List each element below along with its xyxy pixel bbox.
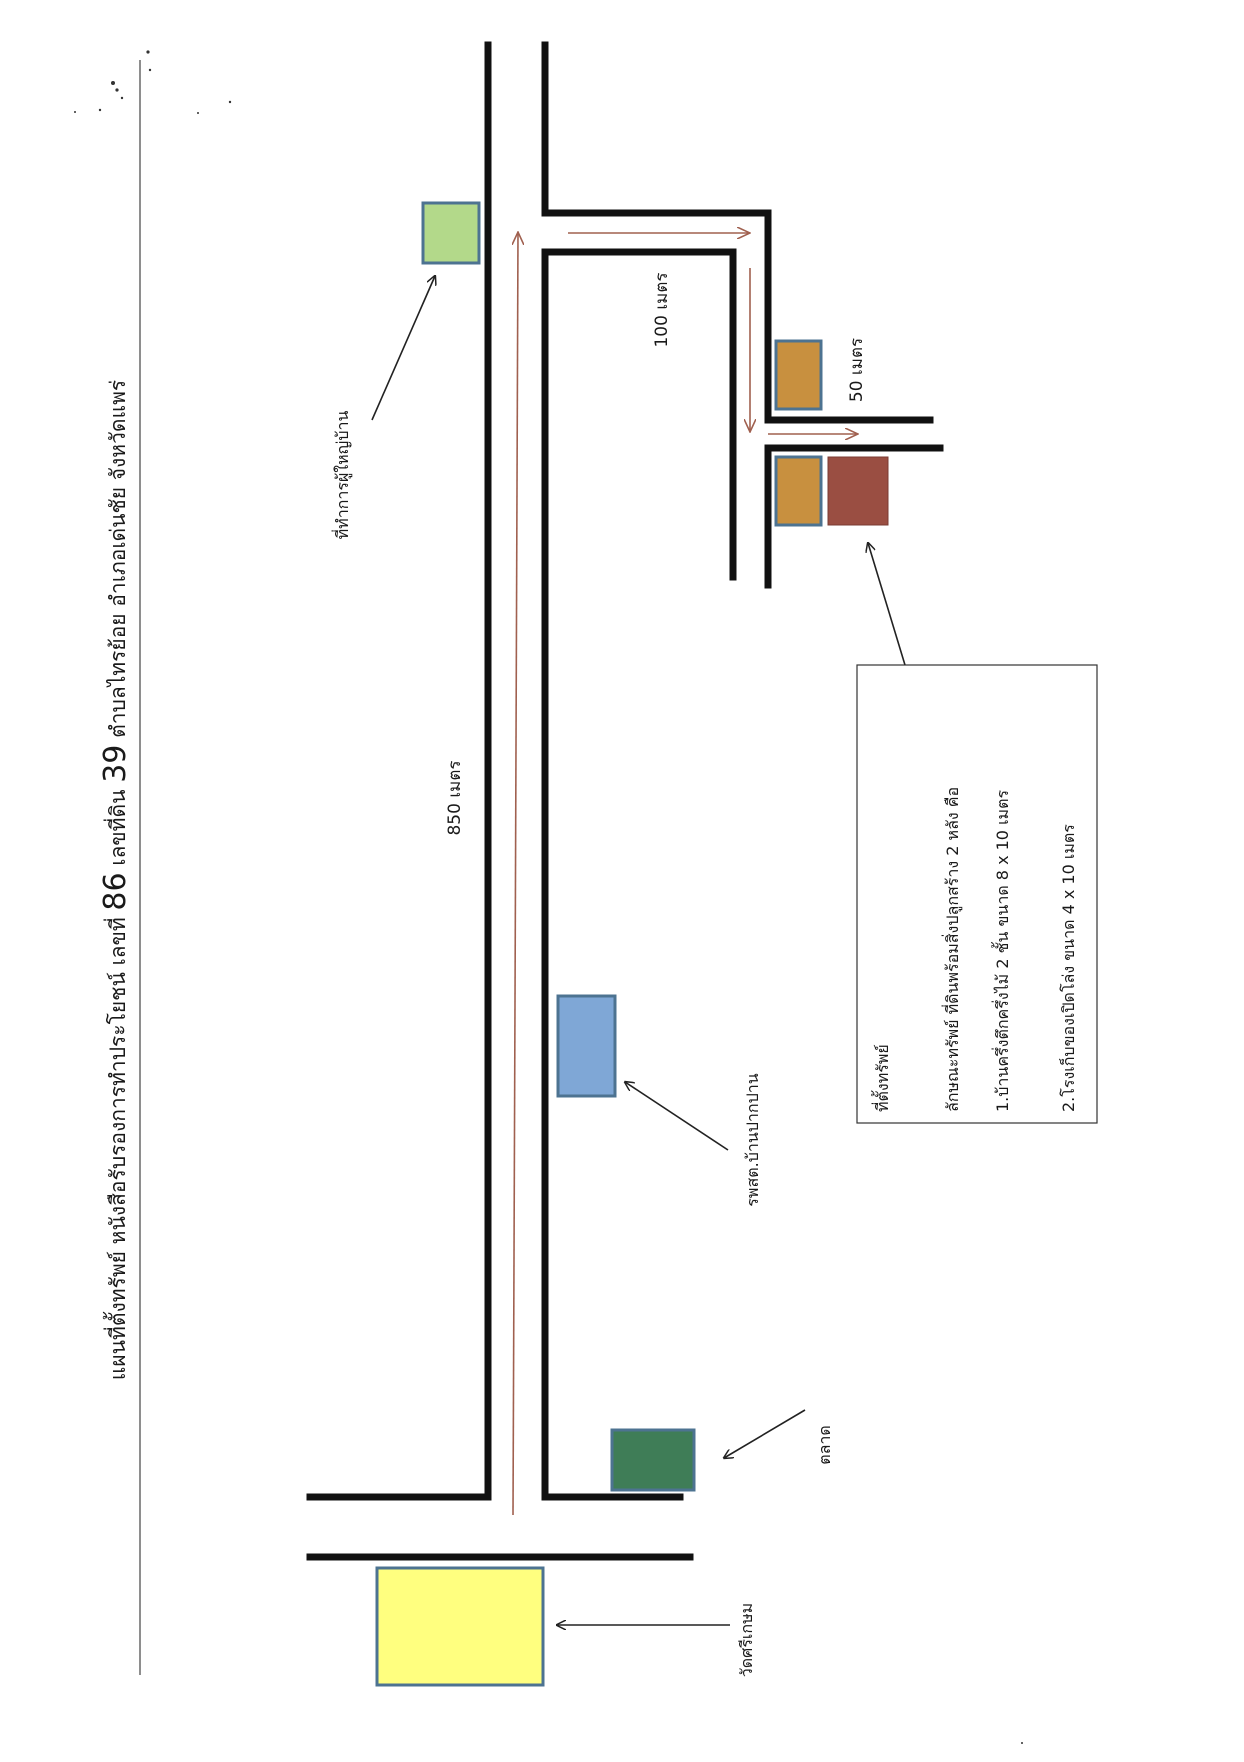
route-arrows <box>513 232 858 1516</box>
temple-block <box>375 1566 545 1687</box>
market-block <box>610 1428 696 1492</box>
title-land-no: 39 <box>98 745 133 783</box>
legend-heading: ที่ตั้งทรัพย์ <box>871 1044 892 1112</box>
neighbor-house-block <box>774 339 823 411</box>
main-road-left-edge <box>306 41 492 1501</box>
legend-line3: 2.โรงเก็บของเปิดโล่ง ขนาด 4 x 10 เมตร <box>1058 824 1078 1112</box>
headman-office-label: ที่ทำการผู้ใหญ่บ้าน <box>331 411 353 540</box>
lane-edge <box>764 444 944 589</box>
pointer-market <box>724 1409 806 1458</box>
pointer-headman <box>371 276 435 421</box>
title-part3: ตำบลไทรย้อย อำเภอเด่นชัย จังหวัดแพร่ <box>106 380 130 738</box>
pointer-lines <box>371 276 906 1625</box>
property-shed-block <box>827 456 889 526</box>
legend-line2: 1.บ้านครึ่งตึกครึ่งไม้ 2 ชั้น ขนาด 8 x 1… <box>991 790 1012 1112</box>
title-part2: เลขที่ดิน <box>103 789 130 865</box>
pointer-property <box>868 543 906 666</box>
main-road-right-edge-upper <box>541 41 934 424</box>
health-station-label: รพสต.บ้านปากปาน <box>743 1073 762 1206</box>
headman-office-block <box>421 201 481 265</box>
scan-specks <box>74 50 1023 1744</box>
title-doc-no: 86 <box>98 872 133 910</box>
temple-label: วัดศรีเกษม <box>737 1603 756 1677</box>
distance-branch-label: 100 เมตร <box>652 272 672 347</box>
roads <box>306 41 944 1561</box>
distance-main-label: 850 เมตร <box>445 760 465 835</box>
main-road-right-edge-lower <box>541 248 737 1501</box>
distance-lane-label: 50 เมตร <box>847 338 867 402</box>
market-label: ตลาด <box>815 1425 834 1465</box>
route-main-arrow <box>513 232 518 1516</box>
legend-line1: ลักษณะทรัพย์ ที่ดินพร้อมสิ่งปลูกสร้าง 2 … <box>941 787 963 1112</box>
page-title: แผนที่ตั้งทรัพย์ หนังสือรับรองการทำประโย… <box>98 380 133 1380</box>
pointer-health <box>625 1082 729 1151</box>
property-house-block <box>774 455 823 527</box>
title-part1: แผนที่ตั้งทรัพย์ หนังสือรับรองการทำประโย… <box>103 917 130 1380</box>
legend-box <box>856 664 1098 1124</box>
health-station-block <box>556 994 617 1098</box>
